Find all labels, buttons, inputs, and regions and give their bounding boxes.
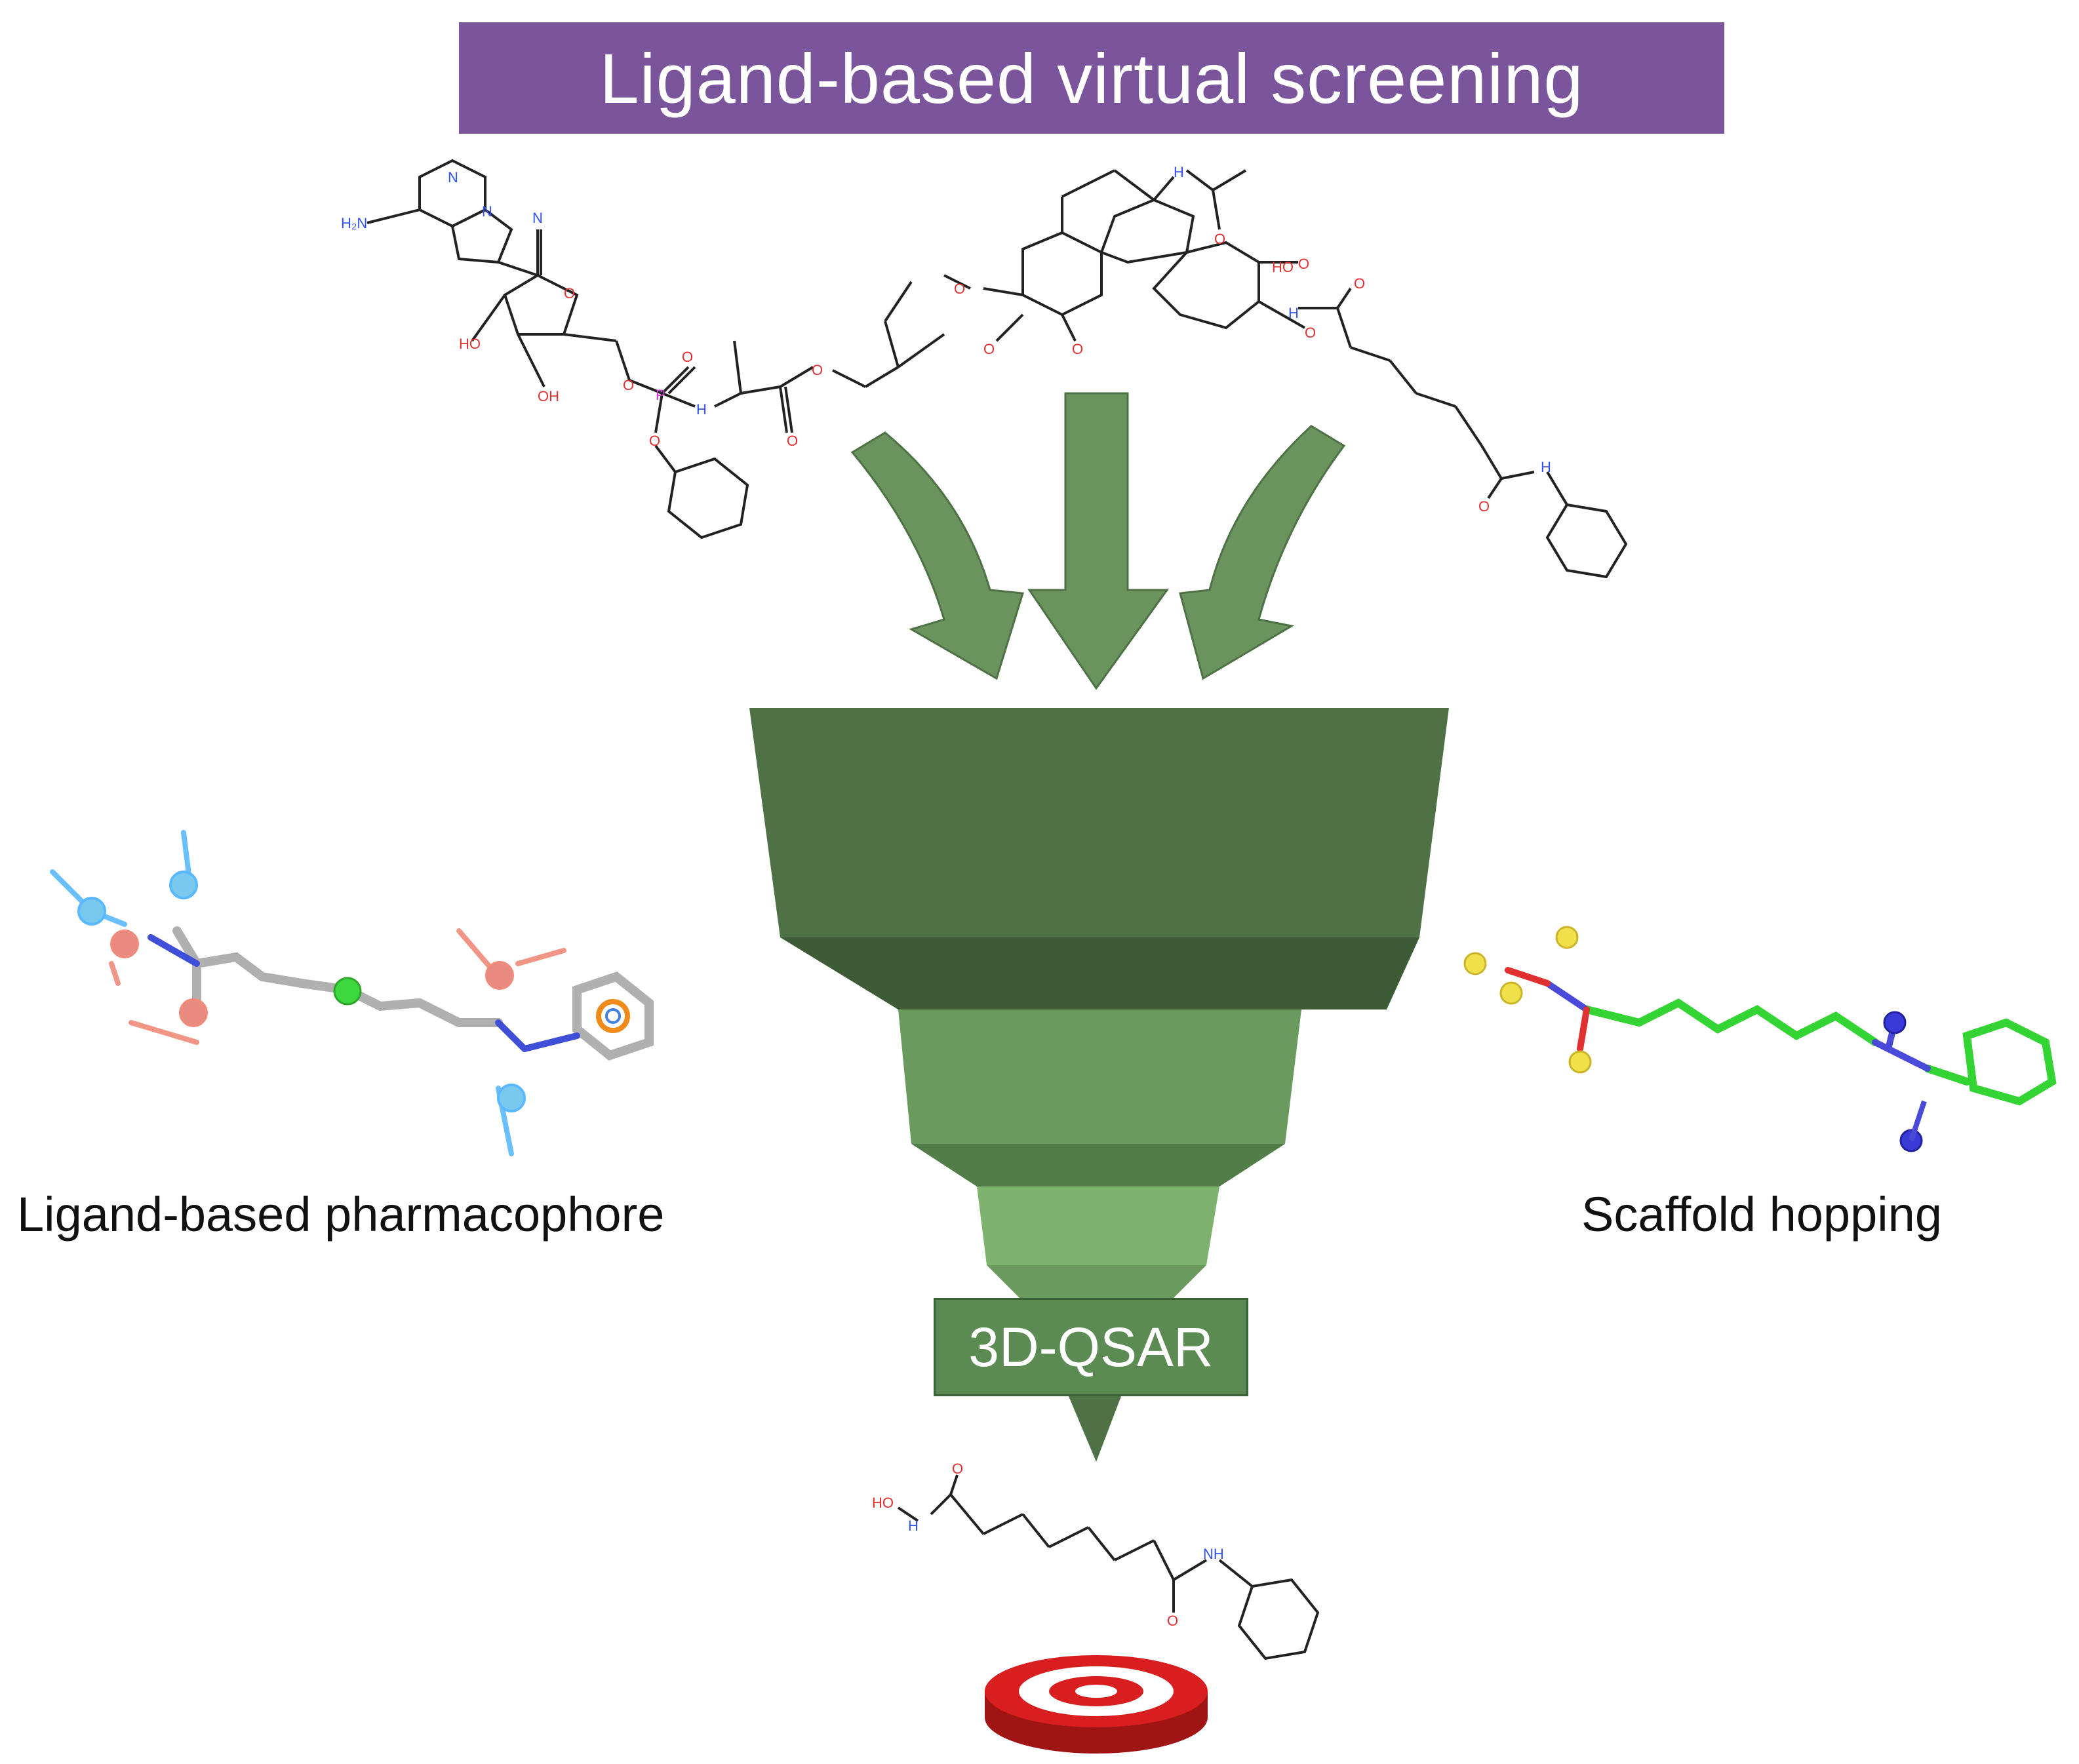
right-caption: Scaffold hopping [1581,1187,1942,1242]
atom-label-ho: HO [872,1495,894,1511]
arrow-left [850,431,1024,680]
atom-label-o: O [564,285,575,302]
atom-label-o: O [1478,498,1490,515]
atom-label-o: O [787,433,798,449]
left-caption: Ligand-based pharmacophore [17,1187,665,1242]
atom-label-o: O [682,349,693,365]
bond [1909,1100,1927,1142]
atom-label-h: H [908,1518,919,1534]
atom-label-o: O [983,341,995,357]
atom-label-o: O [952,1460,963,1477]
title-banner: Ligand-based virtual screening [459,22,1724,134]
target-icon [985,1655,1208,1754]
arrow-right [1179,425,1346,680]
funnel-output-arrow [1069,1396,1121,1462]
molecule-3-atom-labels: HO H O O H [1272,259,1551,515]
atom-label-n: N [482,203,492,220]
atom-label-nh: NH [1203,1546,1224,1562]
atom-label-h: H [1288,305,1299,321]
title-text: Ligand-based virtual screening [599,38,1584,118]
output-molecule-atom-labels: HO H O O NH [872,1460,1224,1629]
atom-label-o: O [1305,324,1316,341]
atom-label-o: O [954,281,965,297]
atom-label-o: O [1298,256,1309,272]
atom-label-o: O [1214,231,1225,247]
aromatic-ring-feature [596,999,630,1033]
atom-label-o: O [1354,275,1365,292]
atom-label-o: O [1072,341,1083,357]
hbond-donor-sphere [77,897,106,926]
hbond-acceptor-sphere [179,998,208,1027]
hydrophobic-sphere [333,977,362,1006]
hbond-donor-sphere [169,871,198,899]
qsar-label: 3D-QSAR [968,1316,1214,1378]
atom-label-o: O [812,362,823,378]
atom-label-o: O [1167,1613,1178,1629]
hydrogen-atom [1568,1050,1592,1074]
atom-label-ho: HO [1272,259,1294,275]
funnel [749,708,1449,1462]
hydrogen-atom [1499,981,1523,1005]
atom-label-nh2: H₂N [341,215,367,231]
hydrogen-atom [1463,952,1487,975]
hydrogen-atom [1555,926,1579,949]
molecule-structure-3 [1298,287,1628,579]
atom-label-p: P [656,387,665,403]
pharmacophore-model [50,830,654,1156]
nitrogen-atom [1883,1011,1907,1034]
molecule-1-atom-labels: H₂N N N N O HO OH O P O O H O O [341,169,823,449]
hbond-donor-sphere [497,1084,526,1112]
hbond-acceptor-sphere [485,961,514,990]
atom-label-h: H [1174,164,1184,180]
molecule-structure-1 [366,159,945,539]
funnel-mid-layer [898,1009,1301,1144]
atom-label-h: H [1541,459,1551,475]
qsar-label-box: 3D-QSAR [934,1298,1248,1396]
funnel-rim [780,937,1419,1009]
aromatic-ring-center [605,1008,621,1024]
atom-label-n: N [448,169,458,186]
funnel-bottom-rim [987,1265,1206,1298]
funnel-top-layer [749,708,1449,937]
atom-label-o: O [649,433,660,449]
arrow-center [1027,392,1169,690]
atom-label-oh: OH [538,388,559,404]
atom-label-ho: HO [459,336,481,352]
molecule-2-atom-labels: H O O O O O O [954,164,1316,357]
funnel-mid-rim [911,1144,1285,1186]
atom-label-o: O [623,377,634,393]
atom-label-n: N [532,210,543,226]
funnel-bottom-layer [977,1186,1219,1265]
hbond-acceptor-sphere [110,930,139,958]
molecule-structure-2 [943,169,1305,342]
output-molecule [897,1474,1320,1660]
atom-label-h: H [696,401,707,418]
scaffold-model [1463,926,2057,1152]
